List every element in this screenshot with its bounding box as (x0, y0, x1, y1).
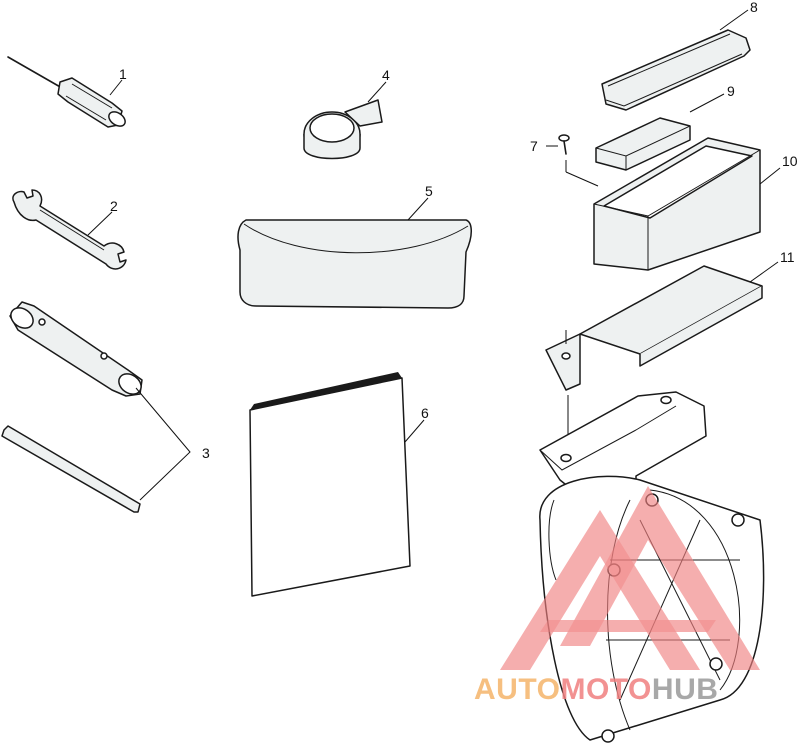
callout-4: 4 (382, 67, 390, 83)
spark-plug-socket-icon (9, 301, 143, 397)
callout-8: 8 (750, 0, 758, 15)
tool-pouch-icon (237, 219, 472, 309)
tape-roll-icon (303, 99, 383, 160)
box-lid-icon (601, 29, 751, 111)
watermark-text-hub: HUB (652, 673, 719, 706)
tommy-bar-icon (1, 425, 141, 513)
svg-text:AUTOMOTOHUB: AUTOMOTOHUB (474, 673, 718, 706)
callout-1: 1 (119, 66, 127, 82)
callout-10: 10 (782, 153, 798, 169)
watermark-text-auto: AUTO (474, 673, 560, 706)
tool-box-icon (593, 137, 761, 271)
callout-5: 5 (425, 183, 433, 199)
owners-manual-icon (249, 372, 411, 597)
wrench-icon (12, 189, 127, 270)
callout-7: 7 (530, 138, 538, 154)
callout-6: 6 (421, 405, 429, 421)
screw-icon (558, 134, 570, 155)
watermark-text-moto: MOTO (560, 673, 651, 706)
callout-9: 9 (727, 83, 735, 99)
callout-3: 3 (202, 445, 210, 461)
watermark-logo: AUTOMOTOHUB (474, 486, 760, 706)
screwdriver-icon (7, 56, 126, 128)
pad-icon (595, 117, 691, 171)
mount-bracket-icon (545, 265, 763, 391)
callout-11: 11 (780, 249, 795, 265)
callout-2: 2 (110, 198, 118, 214)
